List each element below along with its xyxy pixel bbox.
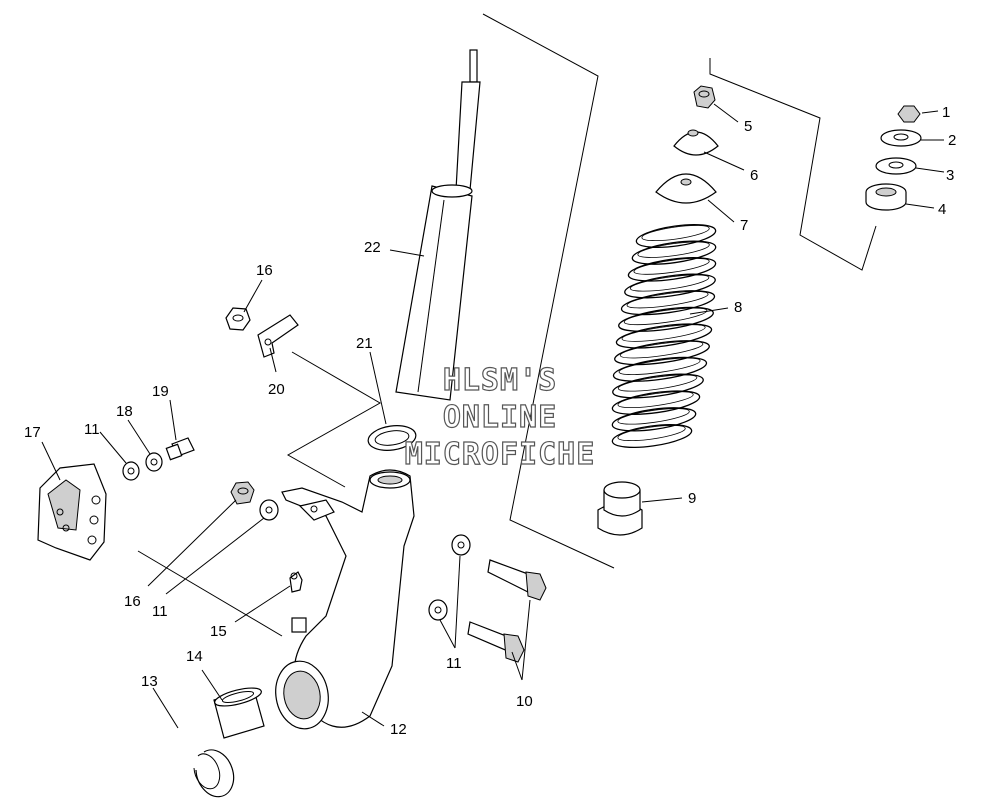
callout-7: 7 [740,217,748,234]
grease-fitting [289,571,303,593]
seal-ring [367,425,417,451]
callout-22: 22 [364,239,381,256]
spring-coil-inner [617,408,690,425]
leader-lines [41,103,945,729]
spring-coil-inner [641,225,710,242]
spring-coil-inner [617,391,694,409]
watermark-line-1: HLSM'S [443,363,557,398]
callout-13: 13 [141,673,158,690]
callout-19: 19 [152,383,169,400]
spring-coil-outer [618,306,714,332]
caliper-hardware [122,437,195,481]
spring-coil-inner [618,357,701,375]
steering-knuckle [275,469,415,730]
callout-14: 14 [186,648,203,665]
callout-11-middle: 11 [152,603,168,620]
callout-12: 12 [390,721,407,738]
spring-coil-outer [627,257,717,282]
spring-coil-inner [633,258,710,275]
spring-coil-inner [619,340,704,359]
knuckle-nut-and-washer [230,481,279,521]
callout-15: 15 [210,623,227,640]
callout-17: 17 [24,424,41,441]
bump-stop [597,481,643,536]
spring-coil-outer [612,373,704,399]
spring-coil-outer [624,273,716,299]
assembly-guide-lines [137,13,877,637]
spring-coil-inner [626,291,709,309]
spring-coil-inner [617,374,698,392]
watermark-line-2: ONLINE [443,400,557,435]
coil-spring [611,223,717,449]
callout-4: 4 [938,201,946,218]
callout-9: 9 [688,490,696,507]
spring-coil-outer [611,423,693,449]
callout-11-right: 11 [446,655,462,672]
spring-coil-inner [621,324,706,342]
wheel-bearing [213,687,265,739]
shock-absorber-strut [395,49,481,401]
spring-coil-inner [637,241,710,258]
spring-coil-inner [623,307,708,326]
spring-coil-outer [635,223,717,249]
callout-8: 8 [734,299,742,316]
spring-coil-outer [612,356,708,382]
knuckle-bolts-and-washers [428,534,547,663]
spring-coil-outer [620,290,716,316]
callout-6: 6 [750,167,758,184]
callout-1: 1 [942,104,950,121]
spring-coil-outer [611,407,697,432]
callout-2: 2 [948,132,956,149]
callout-16-middle: 16 [124,593,141,610]
brake-caliper [37,463,107,561]
top-nut-and-washers [865,105,922,211]
spring-coil-inner [629,274,710,292]
snap-ring [193,749,235,798]
callout-numbers: 1 2 3 4 5 6 7 8 9 10 11 11 11 12 13 14 1… [24,104,956,738]
callout-10: 10 [516,693,533,710]
callout-5: 5 [744,118,752,135]
spring-seats [655,129,719,204]
watermark-line-3: MICROFICHE [405,437,596,472]
callout-20: 20 [268,381,285,398]
spring-coil-outer [614,340,710,366]
callout-3: 3 [946,167,954,184]
spring-coil-outer [631,240,717,265]
spring-coil-outer [611,390,701,415]
spring-coil-inner [617,425,686,442]
callout-21: 21 [356,335,373,352]
callout-18: 18 [116,403,133,420]
brake-line-clip-and-nut [225,307,299,358]
callout-16-top: 16 [256,262,273,279]
callout-11-left: 11 [84,421,100,438]
watermark: HLSM'S ONLINE MICROFICHE [404,362,596,472]
upper-nut [693,85,716,109]
spring-coil-outer [615,323,713,349]
